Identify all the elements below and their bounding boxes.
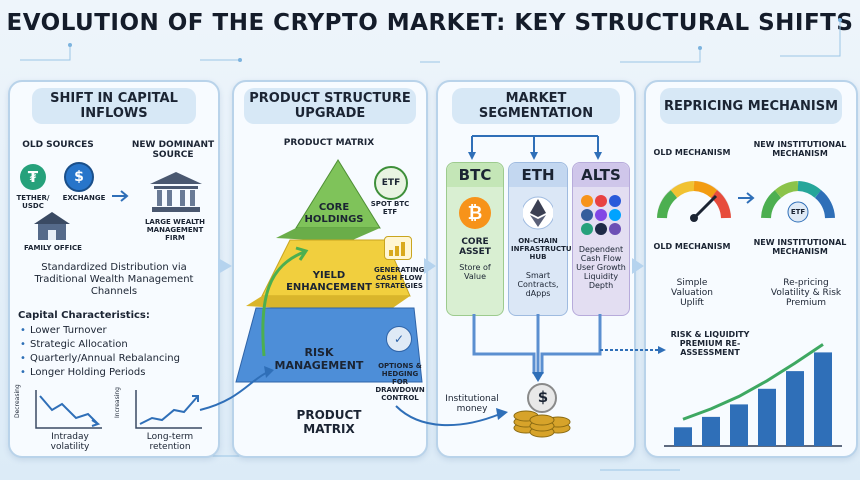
panel-title: REPRICING MECHANISM — [660, 88, 842, 124]
core-holdings-label: CORE HOLDINGS — [304, 202, 364, 225]
eth-column: ETH ON-CHAIN INFRASTRUCTURE HUB Smart Co… — [508, 162, 582, 316]
growth-bar — [786, 371, 804, 446]
repricing-text: Re-pricing Volatility & Risk Premium — [770, 278, 842, 308]
distribution-text: Standardized Distribution via Traditiona… — [34, 262, 194, 297]
old-mechanism-label-2: OLD MECHANISM — [653, 242, 731, 251]
wealth-firm-label: LARGE WEALTH MANAGEMENT FIRM — [144, 218, 206, 242]
panel-title: MARKET SEGMENTATION — [452, 88, 620, 124]
alts-header: ALTS — [573, 163, 629, 187]
increasing-chart-icon — [135, 390, 202, 429]
ethereum-icon — [523, 196, 553, 230]
old-gauge-icon — [657, 181, 731, 222]
exchange-label: EXCHANGE — [62, 194, 106, 202]
family-office-icon — [34, 212, 70, 240]
yield-note: GENERATING CASH FLOW STRATEGIES — [374, 266, 425, 290]
matrix-bottom-label: PRODUCT MATRIX — [296, 408, 362, 436]
intraday-label: Intraday volatility — [50, 432, 90, 452]
btc-header: BTC — [447, 163, 503, 187]
alts-icons — [579, 193, 623, 237]
alts-column: ALTS Dependent Cash Flow User Growth Liq… — [572, 162, 630, 316]
growth-bar — [702, 416, 720, 446]
tether-icon: ₮ — [20, 164, 46, 190]
gauge-etf-label: ETF — [790, 208, 806, 216]
characteristics-list: Lower Turnover Strategic Allocation Quar… — [20, 324, 212, 380]
panel-title: PRODUCT STRUCTURE UPGRADE — [244, 88, 416, 124]
dollar-coin-symbol: $ — [537, 388, 549, 406]
yield-chart-icon — [384, 236, 412, 260]
yield-enhancement-label: YIELD ENHANCEMENT — [286, 270, 372, 293]
matrix-top-label: PRODUCT MATRIX — [283, 138, 375, 148]
list-item: Longer Holding Periods — [20, 366, 212, 380]
pyramid-diagram — [235, 159, 423, 383]
new-mechanism-label: NEW INSTITUTIONAL MECHANISM — [753, 140, 847, 158]
longterm-label: Long-term retention — [146, 432, 194, 452]
page-title: EVOLUTION OF THE CRYPTO MARKET: KEY STRU… — [6, 10, 854, 36]
arrow-right-icon — [738, 192, 755, 204]
panel-title: SHIFT IN CAPITAL INFLOWS — [32, 88, 196, 124]
etf-note: SPOT BTC ETF — [370, 200, 410, 216]
etf-badge-icon: ETF — [374, 166, 408, 200]
growth-bar — [758, 388, 776, 446]
new-mechanism-label-2: NEW INSTITUTIONAL MECHANISM — [753, 238, 847, 256]
panel-repricing-mechanism: REPRICING MECHANISM OLD MECHANISM NEW IN… — [644, 80, 858, 458]
risk-liquidity-label: RISK & LIQUIDITY PREMIUM RE-ASSESSMENT — [670, 330, 750, 357]
tether-label: TETHER/ USDC — [16, 194, 50, 210]
eth-desc: Smart Contracts, dApps — [517, 271, 559, 298]
bitcoin-icon: ₿ — [459, 197, 491, 229]
arrow-right-icon — [112, 190, 129, 202]
risk-management-label: RISK MANAGEMENT — [274, 346, 364, 372]
bank-icon — [150, 172, 202, 212]
new-source-label: NEW DOMINANT SOURCE — [131, 140, 215, 160]
growth-bar — [730, 404, 748, 446]
btc-role: CORE ASSET — [459, 237, 491, 257]
risk-note: OPTIONS & HEDGING FOR DRAWDOWN CONTROL — [375, 362, 425, 402]
eth-role: ON-CHAIN INFRASTRUCTURE HUB — [511, 237, 582, 261]
capital-title: Capital Characteristics: — [18, 310, 150, 321]
institutional-money-label: Institutional money — [445, 394, 499, 414]
panel-capital-inflows: SHIFT IN CAPITAL INFLOWS OLD SOURCES NEW… — [8, 80, 220, 458]
bar-chart-icon — [664, 343, 842, 447]
simple-valuation-text: Simple Valuation Uplift — [671, 278, 713, 308]
increasing-label: Increasing — [114, 387, 121, 418]
decreasing-label: Decreasing — [14, 384, 21, 418]
btc-desc: Store of Value — [459, 263, 491, 281]
panel-product-structure: PRODUCT STRUCTURE UPGRADE PRODUCT MATRIX… — [232, 80, 428, 458]
list-item: Lower Turnover — [20, 324, 212, 338]
growth-bar — [814, 352, 832, 446]
old-sources-label: OLD SOURCES — [22, 140, 94, 150]
family-office-label: FAMILY OFFICE — [24, 244, 82, 252]
split-arrows — [468, 135, 602, 160]
eth-header: ETH — [509, 163, 567, 187]
coin-stack-icon — [513, 383, 571, 438]
list-item: Quarterly/Annual Rebalancing — [20, 352, 212, 366]
shield-icon: ✓ — [386, 326, 412, 352]
usdc-icon: $ — [64, 162, 94, 192]
growth-bar — [674, 427, 692, 446]
new-gauge-icon — [761, 181, 835, 223]
list-item: Strategic Allocation — [20, 338, 212, 352]
flow-arrows — [472, 314, 602, 382]
old-mechanism-label: OLD MECHANISM — [653, 148, 731, 157]
btc-column: BTC ₿ CORE ASSET Store of Value — [446, 162, 504, 316]
panel-market-segmentation: MARKET SEGMENTATION BTC ₿ CORE ASSET Sto… — [436, 80, 636, 458]
decreasing-chart-icon — [35, 390, 102, 429]
alts-desc: Dependent Cash Flow User Growth Liquidit… — [576, 245, 626, 290]
